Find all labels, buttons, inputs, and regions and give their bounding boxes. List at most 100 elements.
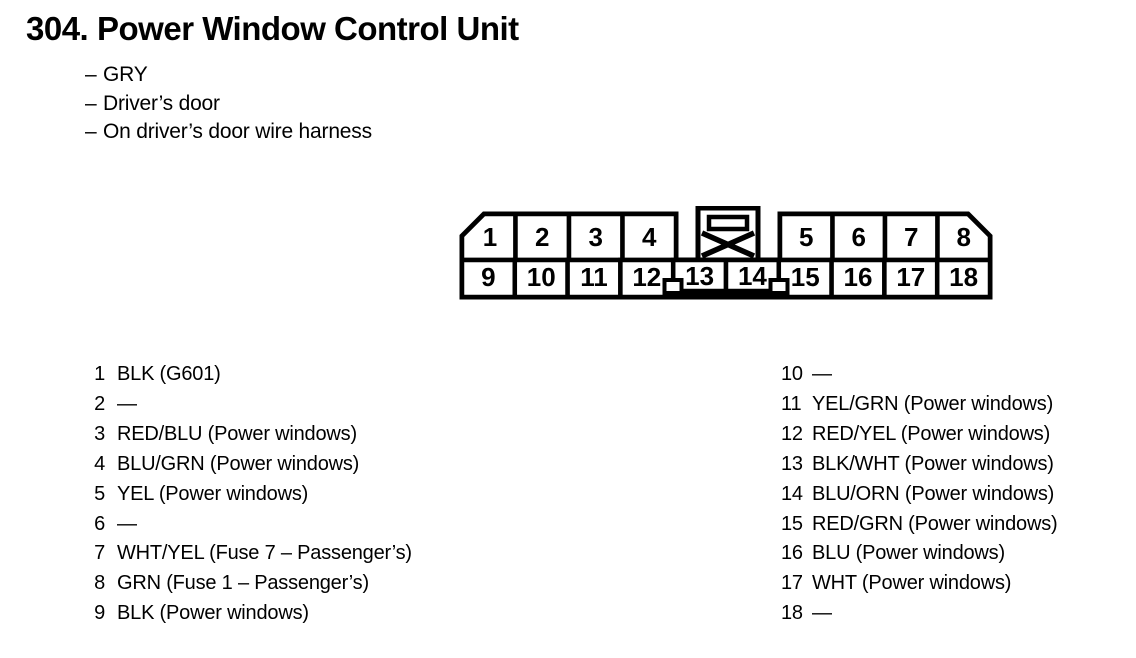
pin-description: WHT (Power windows) (812, 572, 1012, 595)
pin-cell-label-3: 3 (588, 222, 602, 252)
pin-cell-label-13: 13 (685, 261, 714, 291)
pin-cell-18 (934, 257, 993, 300)
pin-cell-4 (620, 211, 679, 263)
pin-row-5: 5 YEL (Power windows) (91, 480, 412, 510)
pin-row-14: 14 BLU/ORN (Power windows) (781, 480, 1057, 510)
pin-number: 4 (94, 452, 105, 475)
pin-row-15: 15 RED/GRN (Power windows) (781, 510, 1058, 540)
bottom-notch-left (662, 278, 684, 295)
pin-row-10: 10 — (781, 360, 1057, 390)
pin-row-4: 4 BLU/GRN (Power windows) (91, 450, 412, 480)
pin-description: BLU (Power windows) (812, 542, 1005, 565)
pin-cell-3 (566, 211, 625, 263)
pin-description: BLK/WHT (Power windows) (812, 452, 1054, 475)
pin-cell-label-4: 4 (642, 222, 657, 252)
pin-number: 11 (781, 392, 802, 415)
pin-row-3: 3 RED/BLU (Power windows) (91, 420, 412, 450)
pin-number: 13 (781, 452, 803, 475)
pin-number: 16 (781, 542, 803, 565)
pin-row-6: 6— (91, 510, 412, 540)
pin-cell-label-17: 17 (896, 262, 925, 292)
pin-description: BLU/GRN (Power windows) (117, 452, 360, 475)
pin-description: — (812, 363, 832, 385)
pin-row-16: 16 BLU (Power windows) (781, 539, 1057, 569)
raised-floor (671, 289, 781, 298)
pin-cell-label-7: 7 (904, 222, 918, 252)
note-text: Driver’s door (103, 91, 220, 115)
pin-cell-label-6: 6 (851, 222, 865, 252)
pinout-list-right: 10 — 11 YEL/GRN (Power windows) 12 RED/YEL … (781, 360, 1058, 629)
dash-bullet: – (85, 63, 97, 86)
pin-description: — (117, 392, 137, 415)
pin-number: 10 (781, 363, 803, 385)
pin-number: 1 (94, 363, 105, 385)
pin-row-9: 9 BLK (Power windows) (91, 599, 412, 629)
pin-description: RED/YEL (Power windows) (812, 422, 1051, 445)
blocked-cavity-icon (700, 214, 756, 259)
pin-row-7: 7 WHT/YEL (Fuse 7 – Passenger’s) (91, 539, 412, 569)
cavity-tab (706, 214, 750, 232)
pin-cell-label-16: 16 (844, 262, 873, 292)
dash-bullet: – (85, 91, 97, 115)
pin-cell-label-8: 8 (956, 222, 970, 252)
pin-row-13: 13 BLK/WHT (Power windows) (781, 450, 1057, 480)
pin-description: YEL/GRN (Power windows) (812, 392, 1054, 415)
pin-row-11: 11 YEL/GRN (Power windows) (781, 390, 1057, 420)
note-text: GRY (103, 63, 148, 86)
pin-cell-label-12: 12 (632, 262, 661, 292)
pin-cell-label-2: 2 (535, 222, 549, 252)
note-harness: – On driver’s door wire harness (85, 118, 372, 147)
pin-row-17: 17 WHT (Power windows) (781, 569, 1057, 599)
pin-cell-label-1: 1 (483, 222, 497, 252)
cross-line-2 (700, 230, 756, 259)
pin-number: 7 (94, 542, 105, 565)
pin-description: BLK (Power windows) (117, 602, 309, 625)
pin-number: 8 (94, 572, 105, 595)
pin-description: — (812, 602, 832, 625)
section-number: 304. (26, 10, 89, 47)
pin-cell-9 (459, 257, 518, 300)
page-title: Power Window Control Unit (97, 10, 519, 47)
pin-number: 17 (781, 572, 803, 595)
note-text: On driver’s door wire harness (103, 120, 372, 143)
pin-description: GRN (Fuse 1 – Passenger’s) (117, 572, 369, 595)
pin-cell-8 (935, 211, 993, 263)
pin-description: RED/BLU (Power windows) (117, 422, 357, 445)
pin-row-18: 18 — (781, 599, 1057, 629)
pin-number: 3 (94, 422, 105, 445)
pin-number: 5 (94, 482, 105, 505)
pin-description: BLU/ORN (Power windows) (812, 482, 1055, 505)
pin-row-8: 8 GRN (Fuse 1 – Passenger’s) (91, 569, 412, 599)
bottom-notch-right (768, 278, 790, 295)
pin-number: 2 (94, 392, 105, 415)
pin-cell-label-18: 18 (949, 262, 978, 292)
pin-row-12: 12 RED/YEL (Power windows) (781, 420, 1057, 450)
pin-row-2: 2— (91, 390, 412, 420)
pin-number: 12 (781, 422, 803, 445)
pin-number: 9 (94, 602, 105, 625)
pin-description: — (117, 512, 137, 535)
pin-description: BLK (G601) (117, 363, 221, 385)
pin-number: 6 (94, 512, 105, 535)
note-color: – GRY (85, 61, 372, 90)
pin-cell-label-14: 14 (738, 261, 767, 291)
pin-cell-label-15: 15 (791, 262, 820, 292)
pin-cell-label-11: 11 (580, 262, 608, 292)
pin-cell-label-9: 9 (481, 262, 495, 292)
pin-cell-11 (565, 257, 623, 300)
pin-description: YEL (Power windows) (117, 482, 309, 505)
pin-cell-label-10: 10 (527, 262, 556, 292)
pin-number: 18 (781, 602, 803, 625)
connector-diagram: 1 2 3 4 5 6 7 8 9 10 11 12 13 14 15 16 1… (456, 205, 996, 311)
dash-bullet: – (85, 120, 97, 143)
pin-number: 14 (781, 482, 803, 505)
pin-description: RED/GRN (Power windows) (812, 512, 1058, 535)
pin-cell-label-5: 5 (799, 222, 813, 252)
pin-description: WHT/YEL (Fuse 7 – Passenger’s) (117, 542, 412, 565)
connector-svg: 1 2 3 4 5 6 7 8 9 10 11 12 13 14 15 16 1… (459, 205, 993, 300)
pin-number: 15 (781, 512, 803, 535)
note-location: – Driver’s door (85, 90, 372, 119)
connector-notes: – GRY – Driver’s door – On driver’s door… (85, 61, 372, 147)
